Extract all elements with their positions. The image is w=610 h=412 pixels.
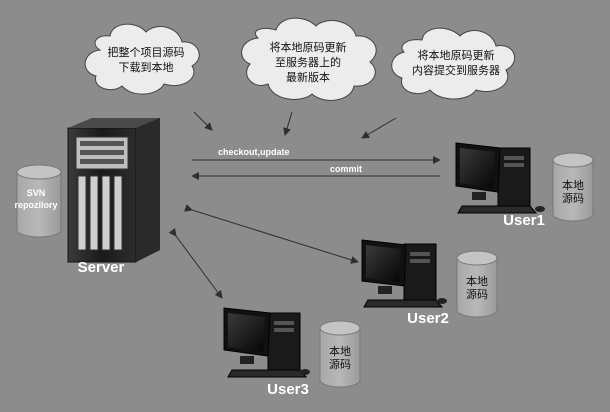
user1-label: User1 xyxy=(503,212,545,229)
user1-storage-line-1: 本地 xyxy=(562,178,584,192)
cloud-download-pointer xyxy=(193,111,213,131)
user2-label: User2 xyxy=(407,310,449,327)
cloud-update-line-2: 至服务器上的 xyxy=(275,55,341,69)
server-user2-link xyxy=(184,204,359,264)
server-tower xyxy=(67,118,160,263)
server-label: Server xyxy=(78,259,125,276)
user1-storage-line-2: 源码 xyxy=(562,191,584,205)
commit-label: commit xyxy=(330,164,362,174)
cloud-commit-pointer xyxy=(361,117,397,139)
user2-storage-line-1: 本地 xyxy=(466,274,488,288)
cloud-update-line-1: 将本地原码更新 xyxy=(270,40,347,54)
repository-line-1: SVN xyxy=(27,188,46,198)
cloud-commit: 将本地原码更新 内容提交到服务器 xyxy=(391,27,516,100)
svn-repository: SVN repozilory xyxy=(14,164,62,238)
user2-storage: 本地 源码 xyxy=(456,250,498,318)
cloud-update-line-3: 最新版本 xyxy=(286,70,330,84)
cloud-download-line-2: 下载到本地 xyxy=(119,60,174,74)
cloud-download: 把整个项目源码 下载到本地 xyxy=(84,23,200,95)
user2-storage-line-2: 源码 xyxy=(466,287,488,301)
cloud-update-pointer xyxy=(283,111,293,136)
user3-label: User3 xyxy=(267,381,309,398)
user2-computer xyxy=(361,239,447,308)
server-user3-link xyxy=(168,227,223,299)
cloud-download-line-1: 把整个项目源码 xyxy=(108,45,185,59)
cloud-commit-line-2: 内容提交到服务器 xyxy=(412,63,500,77)
checkout-label: checkout,update xyxy=(218,147,290,157)
user1-storage: 本地 源码 xyxy=(552,152,594,222)
cloud-update: 将本地原码更新 至服务器上的 最新版本 xyxy=(241,17,377,101)
repository-line-2: repozilory xyxy=(14,200,57,210)
user3-storage: 本地 源码 xyxy=(319,320,361,388)
user3-storage-line-1: 本地 xyxy=(329,344,351,358)
user3-computer xyxy=(223,307,310,378)
user3-storage-line-2: 源码 xyxy=(329,357,351,371)
cloud-commit-line-1: 将本地原码更新 xyxy=(418,48,495,62)
user1-computer xyxy=(455,142,545,214)
